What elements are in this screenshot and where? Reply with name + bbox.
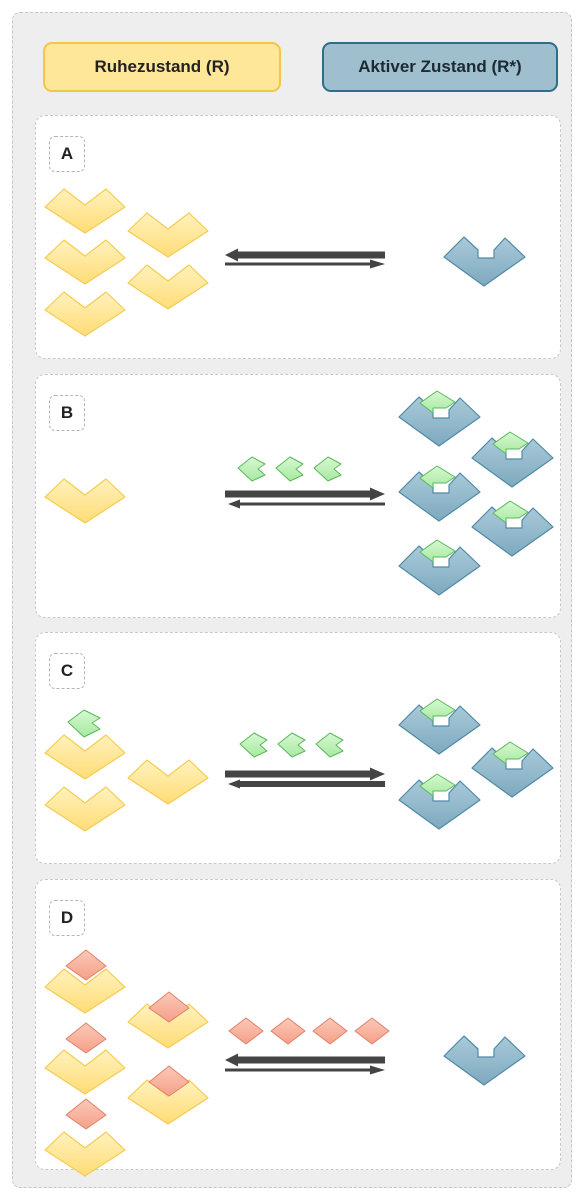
panel-d: D xyxy=(35,879,561,1170)
panel-c-letter: C xyxy=(49,653,85,689)
panel-b-letter: B xyxy=(49,395,85,431)
active-state-label: Aktiver Zustand (R*) xyxy=(322,42,558,92)
panel-a: A xyxy=(35,115,561,359)
rest-state-label: Ruhezustand (R) xyxy=(43,42,281,92)
panel-b: B xyxy=(35,374,561,618)
panel-d-letter: D xyxy=(49,900,85,936)
panel-a-letter: A xyxy=(49,136,85,172)
panel-c: C xyxy=(35,632,561,864)
